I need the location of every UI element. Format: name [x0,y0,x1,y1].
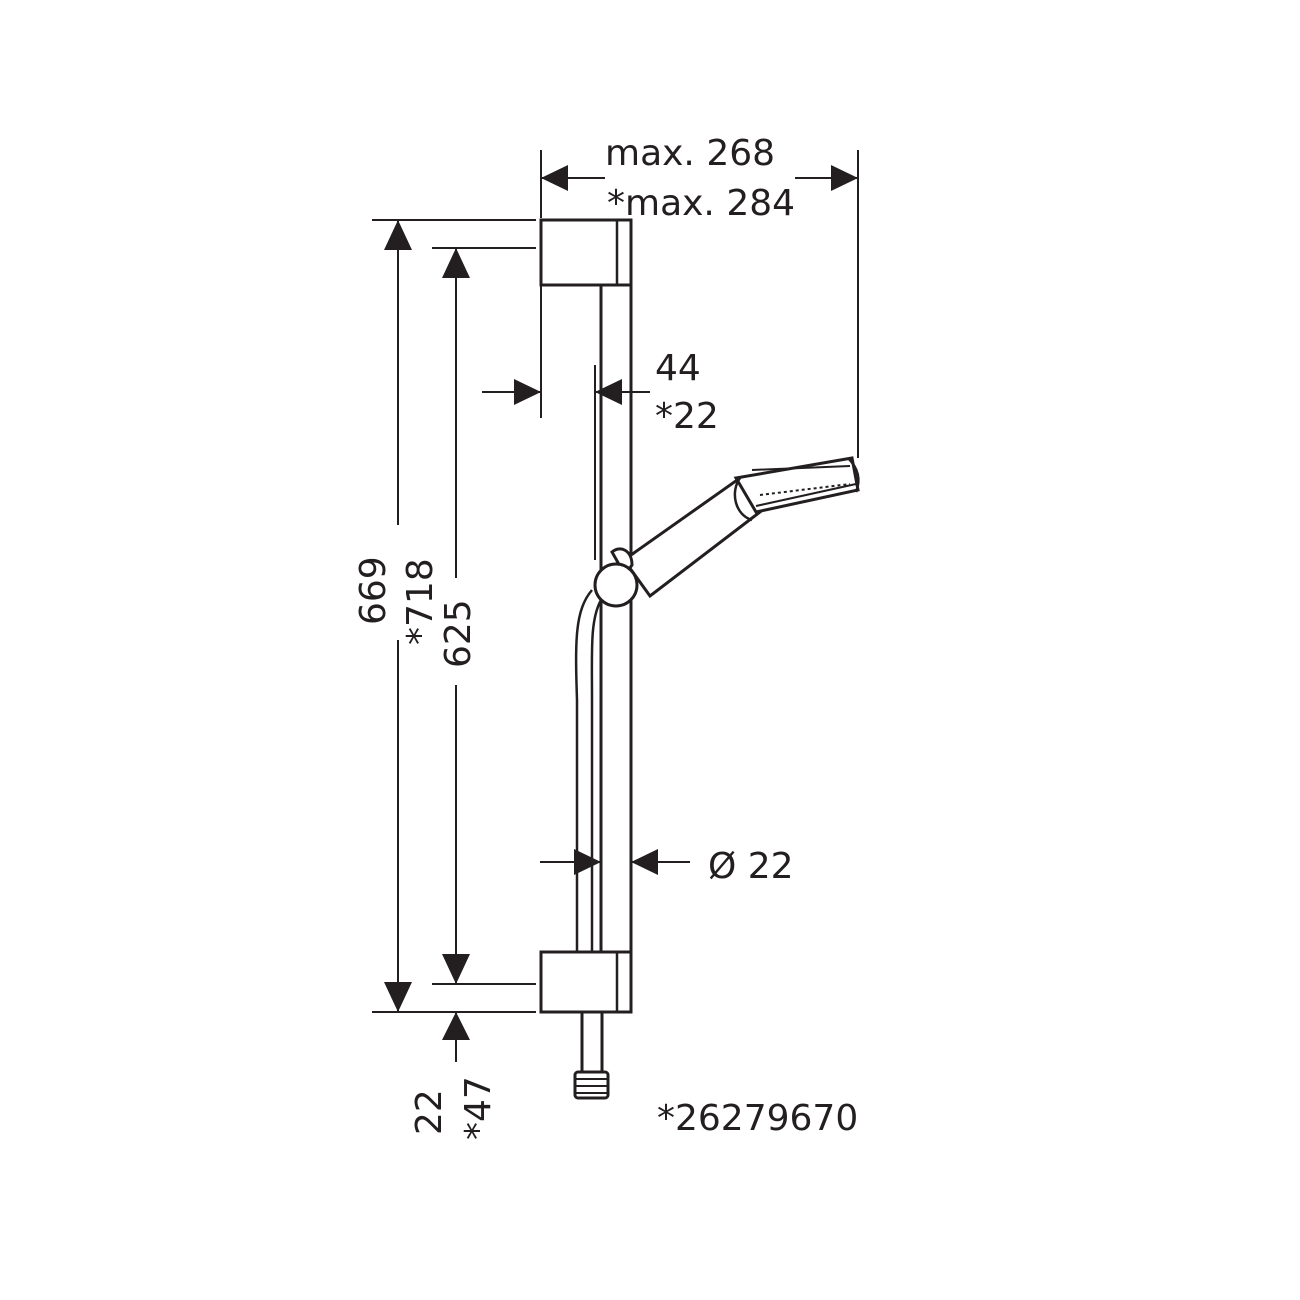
bracket-spacing-label: 625 [438,599,479,668]
arrow-right [831,165,858,191]
arrow-up [384,220,412,250]
dimension-bracket-spacing: 625 [438,248,479,984]
arrow-left [595,379,622,405]
overall-height-alt-label: *718 [400,558,441,645]
offset-alt-label: *22 [655,396,719,437]
extension-lines [372,150,859,1013]
rail-diameter-label: Ø 22 [708,846,794,887]
overall-height-label: 669 [353,556,394,625]
slider-holder [593,547,639,608]
dimension-overall-height: 669 *718 [353,220,441,1012]
max-width-alt-label: *max. 284 [607,183,795,224]
top-wall-bracket [539,218,633,287]
dimension-max-width: max. 268 *max. 284 [541,133,858,224]
dimension-bottom-offset: 22 *47 [409,1012,499,1140]
dimension-rail-diameter: Ø 22 [540,846,794,887]
arrow-left [541,165,568,191]
arrow-right [574,849,601,875]
shower-rail [539,218,860,1100]
handshower [621,456,860,599]
arrow-right [514,379,541,405]
hose-connector [573,1010,610,1100]
arrow-up [442,248,470,278]
variant-note: *26279670 [657,1098,858,1139]
offset-label: 44 [655,348,701,389]
bottom-offset-alt-label: *47 [458,1076,499,1140]
arrow-up [442,1012,470,1040]
bottom-wall-bracket [539,950,633,1014]
max-width-label: max. 268 [605,133,775,174]
arrow-down [384,982,412,1012]
arrow-left [631,849,658,875]
arrow-down [442,954,470,984]
bottom-offset-label: 22 [409,1089,450,1135]
shower-hose [574,589,593,955]
dimension-offset: 44 *22 [482,348,719,437]
